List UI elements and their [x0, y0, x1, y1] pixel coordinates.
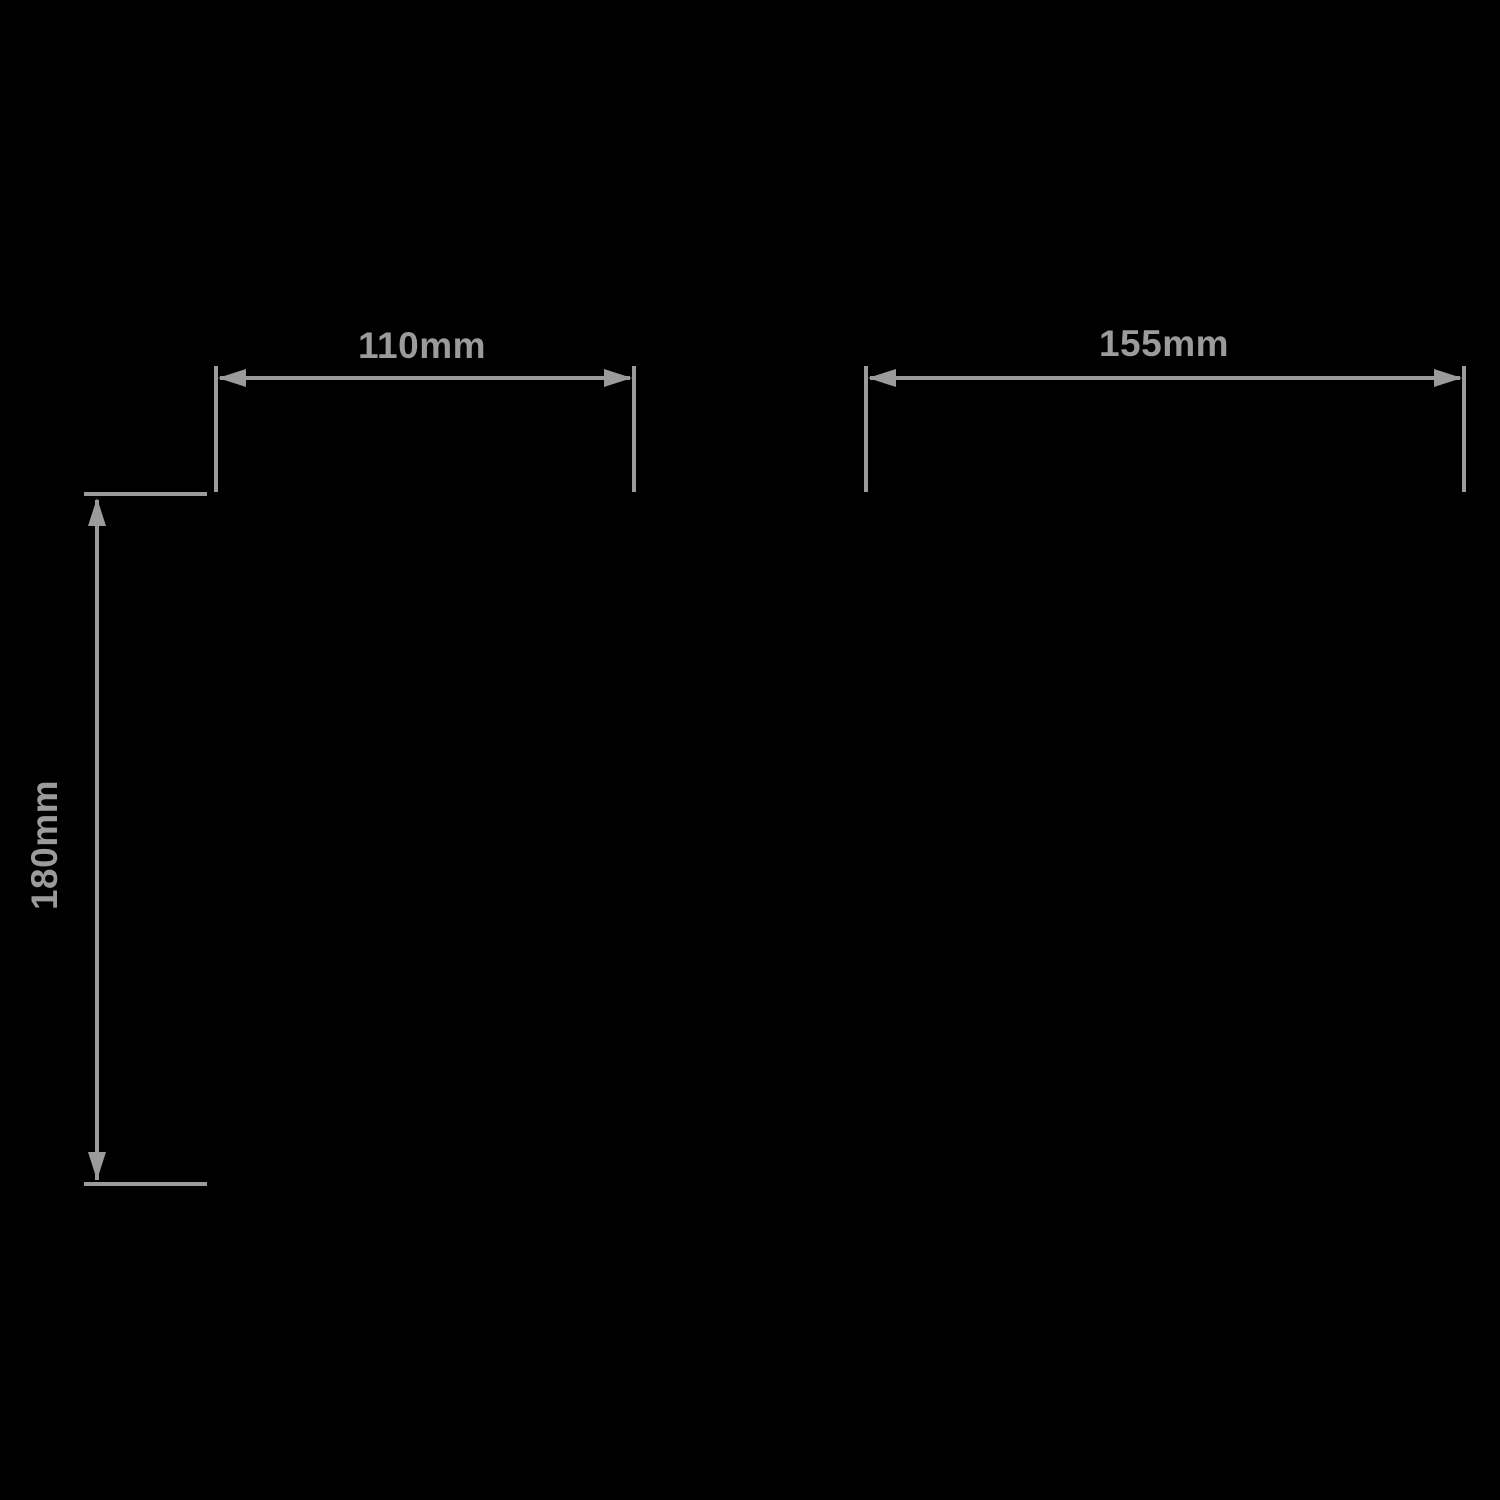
dimension-155mm-label: 155mm — [1099, 323, 1229, 364]
dimension-180mm-arrow-down-icon — [88, 1152, 106, 1180]
dimension-180mm-label: 180mm — [24, 780, 65, 910]
dimension-180mm-arrow-up-icon — [88, 498, 106, 526]
dimension-110mm-arrow-left-icon — [218, 369, 246, 387]
dimension-110mm-arrow-right-icon — [604, 369, 632, 387]
dimension-110mm-label: 110mm — [358, 325, 486, 366]
dimension-155mm: 155mm — [864, 323, 1466, 492]
dimension-110mm: 110mm — [214, 325, 636, 492]
dimension-180mm: 180mm — [24, 492, 207, 1186]
dimension-155mm-arrow-left-icon — [868, 369, 896, 387]
dimension-155mm-arrow-right-icon — [1434, 369, 1462, 387]
